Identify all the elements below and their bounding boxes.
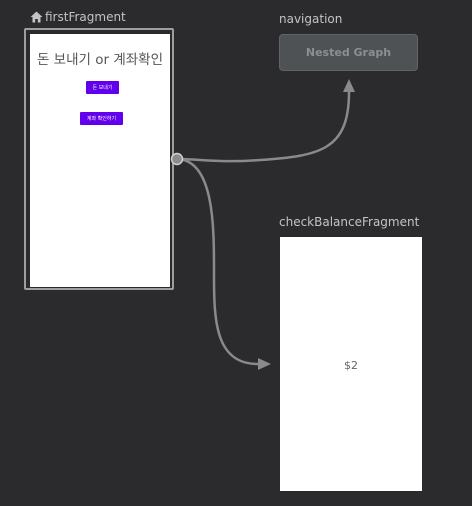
start-destination-label: firstFragment — [30, 10, 126, 24]
check-balance-preview[interactable]: $2 — [280, 237, 422, 491]
arrowhead-nested-icon — [343, 79, 355, 92]
nested-graph-text: Nested Graph — [305, 46, 392, 59]
first-fragment-preview[interactable]: 돈 보내기 or 계좌확인 돈 보내기 계좌 확인하기 — [30, 34, 170, 287]
check-balance-label: checkBalanceFragment — [279, 215, 420, 229]
arrow-to-check-balance[interactable] — [176, 157, 259, 366]
nested-graph-node[interactable]: Nested Graph — [279, 34, 418, 71]
arrow-to-nested-graph[interactable] — [176, 91, 351, 163]
arrowhead-check-icon — [258, 358, 271, 370]
check-account-button: 계좌 확인하기 — [80, 112, 123, 125]
nested-graph-label: navigation — [279, 12, 343, 26]
send-money-button: 돈 보내기 — [86, 81, 119, 94]
first-fragment-label: firstFragment — [45, 10, 126, 24]
first-fragment-title: 돈 보내기 or 계좌확인 — [36, 52, 164, 68]
home-icon — [30, 11, 43, 23]
check-balance-text: $2 — [344, 359, 358, 372]
